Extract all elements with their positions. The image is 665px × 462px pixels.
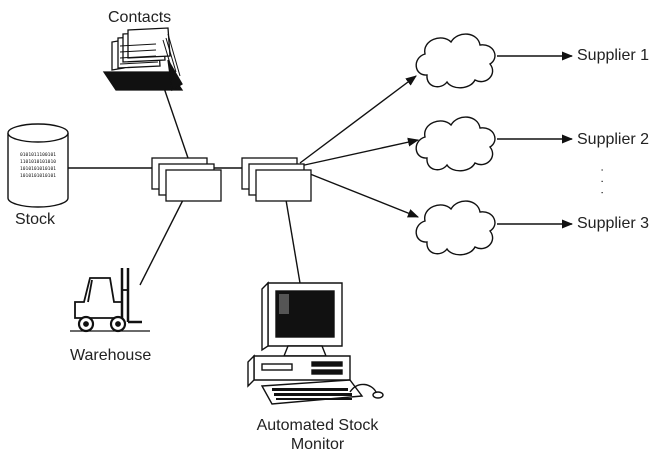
connector-lines — [68, 51, 574, 286]
link-contacts-hub — [162, 84, 189, 159]
link-hub-cloud-2 — [299, 137, 420, 167]
monitor-label-line-2: Monitor — [290, 436, 345, 453]
database-bits-row: 1101010101010 — [20, 159, 56, 165]
hub-documents-right — [241, 157, 312, 202]
contacts-label: Contacts — [108, 9, 172, 26]
link-hub-monitor — [285, 199, 301, 284]
rolodex-icon — [102, 27, 184, 92]
link-warehouse-hub — [139, 199, 184, 286]
supplier-3-label: Supplier 3 — [577, 215, 650, 232]
database-icon: 0101011100101 1101010101010 101010101010… — [7, 123, 69, 208]
link-hub-cloud-3 — [299, 169, 420, 218]
cloud-icon — [415, 200, 496, 256]
warehouse-label: Warehouse — [70, 347, 152, 364]
supplier-1-label: Supplier 1 — [577, 47, 650, 64]
database-bits-row: 1010101010101 — [20, 166, 56, 172]
cloud-icon — [415, 116, 496, 172]
computer-icon — [247, 281, 384, 405]
forklift-icon — [70, 268, 150, 333]
ellipsis-dots: · · · — [596, 168, 610, 197]
supplier-2-label: Supplier 2 — [577, 131, 650, 148]
link-hub-cloud-1 — [299, 75, 417, 164]
monitor-label-line-1: Automated Stock — [256, 417, 379, 434]
database-bits-row: 1010101010101 — [20, 173, 56, 179]
hub-documents-left — [151, 157, 222, 202]
automated-stock-monitor-label: Automated Stock Monitor — [230, 416, 405, 454]
stock-label: Stock — [15, 211, 56, 228]
cloud-icon — [415, 33, 496, 89]
database-bits-row: 0101011100101 — [20, 152, 56, 158]
